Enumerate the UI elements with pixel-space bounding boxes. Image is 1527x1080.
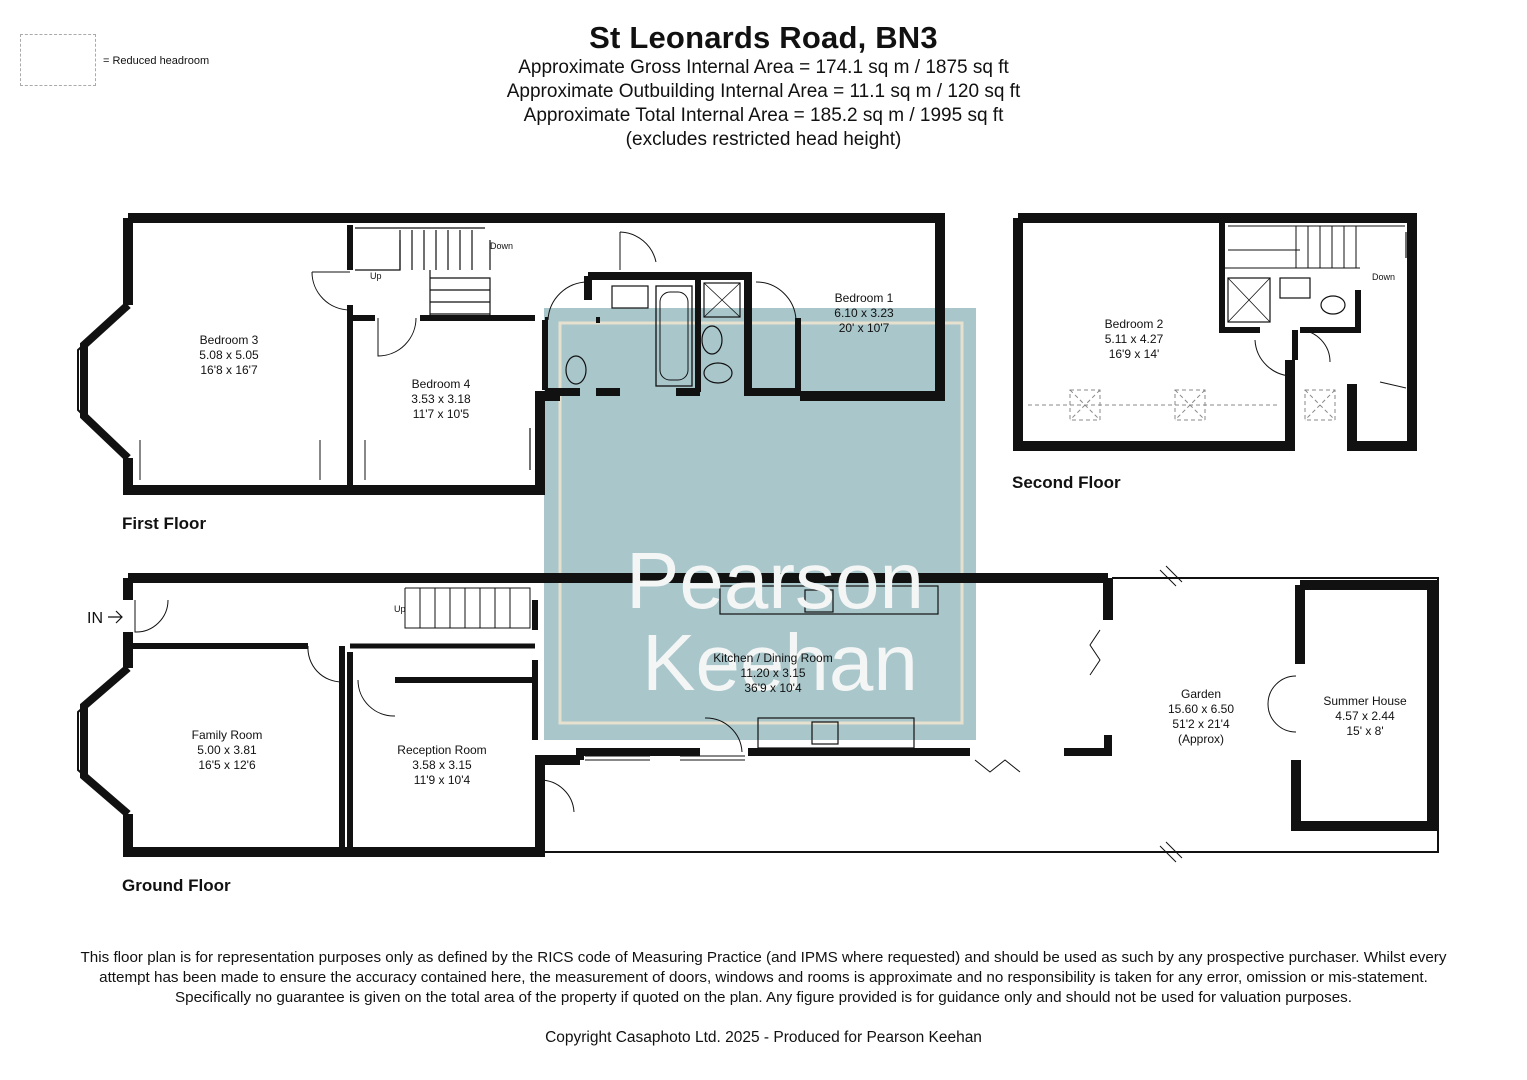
watermark-panel bbox=[544, 308, 976, 740]
bedroom3-name: Bedroom 3 bbox=[200, 333, 259, 347]
garden-metric: 15.60 x 6.50 bbox=[1168, 702, 1234, 716]
garden-imperial: 51'2 x 21'4 bbox=[1172, 717, 1230, 731]
bedroom1-metric: 6.10 x 3.23 bbox=[834, 306, 894, 320]
bedroom2-name: Bedroom 2 bbox=[1105, 317, 1164, 331]
garden-name: Garden bbox=[1181, 687, 1221, 701]
first-floor-plan bbox=[77, 213, 945, 495]
watermark-frame bbox=[558, 321, 964, 725]
bedroom4-name: Bedroom 4 bbox=[412, 377, 471, 391]
bedroom1-imperial: 20' x 10'7 bbox=[839, 321, 890, 335]
reduced-headroom-legend-swatch bbox=[20, 34, 96, 86]
property-title: St Leonards Road, BN3 bbox=[589, 20, 938, 55]
family-room-imperial: 16'5 x 12'6 bbox=[198, 758, 256, 772]
first-floor-stairs-up-label: Up bbox=[370, 271, 382, 281]
second-floor-label: Second Floor bbox=[1012, 473, 1121, 492]
gross-area-text: Approximate Gross Internal Area = 174.1 … bbox=[518, 57, 1009, 78]
summer-house-name: Summer House bbox=[1323, 694, 1407, 708]
kitchen-metric: 11.20 x 3.15 bbox=[740, 666, 805, 680]
entrance-label: IN bbox=[87, 610, 103, 627]
bedroom4-metric: 3.53 x 3.18 bbox=[411, 392, 471, 406]
area-note-text: (excludes restricted head height) bbox=[625, 129, 902, 150]
ground-floor-stairs-up-label: Up bbox=[394, 604, 406, 614]
summer-house-metric: 4.57 x 2.44 bbox=[1335, 709, 1395, 723]
summer-house-imperial: 15' x 8' bbox=[1346, 724, 1383, 738]
second-floor-plan bbox=[1013, 213, 1417, 451]
bedroom4-imperial: 11'7 x 10'5 bbox=[413, 407, 470, 421]
reception-room-imperial: 11'9 x 10'4 bbox=[414, 773, 471, 787]
family-room-metric: 5.00 x 3.81 bbox=[197, 743, 257, 757]
bedroom1-name: Bedroom 1 bbox=[835, 291, 894, 305]
entrance-arrow-icon bbox=[108, 610, 123, 624]
outbuilding-area-text: Approximate Outbuilding Internal Area = … bbox=[506, 81, 1021, 102]
reception-room-name: Reception Room bbox=[397, 743, 486, 757]
second-floor-stairs-down-label: Down bbox=[1372, 272, 1395, 282]
family-room-name: Family Room bbox=[192, 728, 263, 742]
bedroom2-imperial: 16'9 x 14' bbox=[1109, 347, 1160, 361]
ground-floor-label: Ground Floor bbox=[122, 876, 231, 895]
bedroom3-imperial: 16'8 x 16'7 bbox=[200, 363, 258, 377]
watermark-line-2: Keehan bbox=[642, 618, 918, 707]
kitchen-name: Kitchen / Dining Room bbox=[713, 651, 832, 665]
plan-header: St Leonards Road, BN3 Approximate Gross … bbox=[0, 20, 1527, 152]
reception-room-metric: 3.58 x 3.15 bbox=[412, 758, 472, 772]
bedroom2-metric: 5.11 x 4.27 bbox=[1105, 332, 1164, 346]
total-area-text: Approximate Total Internal Area = 185.2 … bbox=[523, 105, 1004, 126]
first-floor-stairs-down-label: Down bbox=[490, 241, 513, 251]
disclaimer-text: This floor plan is for representation pu… bbox=[80, 949, 1447, 1007]
kitchen-imperial: 36'9 x 10'4 bbox=[744, 681, 802, 695]
first-floor-label: First Floor bbox=[122, 514, 207, 533]
reduced-headroom-legend-label: = Reduced headroom bbox=[103, 55, 210, 67]
ground-floor-plan bbox=[77, 565, 1439, 863]
bedroom3-metric: 5.08 x 5.05 bbox=[199, 348, 259, 362]
copyright-text: Copyright Casaphoto Ltd. 2025 - Produced… bbox=[545, 1029, 982, 1046]
garden-approx-note: (Approx) bbox=[1178, 732, 1224, 746]
watermark-line-1: Pearson bbox=[626, 536, 924, 625]
